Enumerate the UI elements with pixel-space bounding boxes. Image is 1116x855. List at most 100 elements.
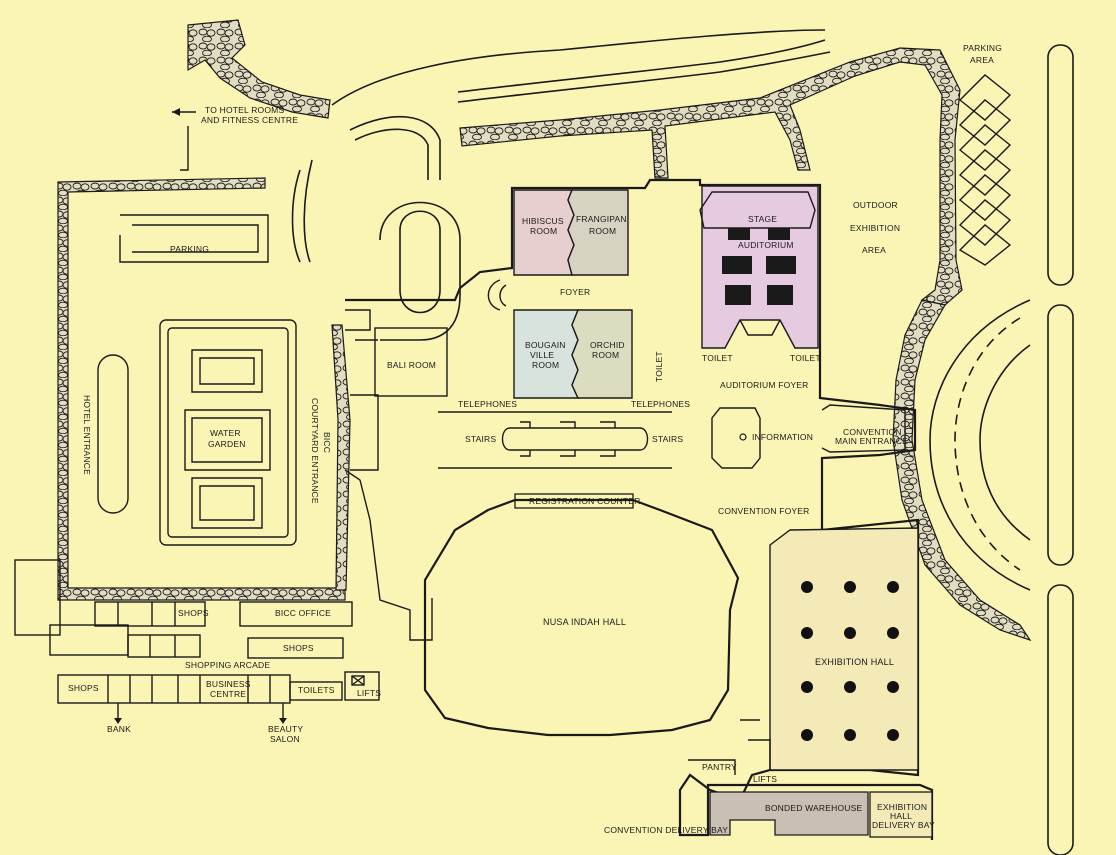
label-shops-mid: SHOPS [283, 643, 314, 653]
label-telephones-right: TELEPHONES [631, 399, 690, 409]
stone-border-courtyard [331, 324, 351, 591]
label-ville: VILLE [530, 350, 554, 360]
information-icon [739, 433, 747, 441]
stone-border-east-curve [892, 299, 1032, 642]
label-toilet-left: TOILET [702, 353, 733, 363]
label-to-hotel-rooms: TO HOTEL ROOMS [205, 105, 284, 115]
east-road-strip-mid [1047, 304, 1074, 566]
label-lifts-right: LIFTS [753, 774, 777, 784]
label-exhibition: EXHIBITION [850, 223, 900, 233]
label-stage: STAGE [748, 214, 777, 224]
hotel-rooms-arrow [172, 108, 196, 171]
road-loop-outer [379, 201, 461, 341]
bali-room [374, 327, 448, 397]
label-hibiscus: HIBISCUS [522, 216, 564, 226]
convention-entrance [821, 404, 906, 453]
parking-lot [119, 214, 269, 263]
label-convention: CONVENTION [843, 427, 902, 437]
building-outline [345, 178, 934, 840]
information-desk [711, 407, 761, 469]
label-exhibition-bay-2: HALL [890, 811, 912, 821]
label-hotel-entrance: HOTEL ENTRANCE [82, 395, 92, 475]
shopping-arcade-blocks [14, 559, 380, 720]
road-inner-arc-2 [457, 51, 831, 103]
label-salon: SALON [270, 734, 300, 744]
label-exhibition-hall: EXHIBITION HALL [815, 657, 894, 667]
label-frangipani: FRANGIPANI [576, 214, 629, 224]
label-shopping-arcade: SHOPPING ARCADE [185, 660, 270, 670]
label-information: INFORMATION [752, 432, 813, 442]
label-telephones-left: TELEPHONES [458, 399, 517, 409]
label-bougainville-room: ROOM [532, 360, 559, 370]
label-delivery-bay: DELIVERY BAY [872, 820, 935, 830]
label-nusa-indah-hall: NUSA INDAH HALL [543, 617, 626, 627]
label-bougain: BOUGAIN [525, 340, 566, 350]
building-inner-walls [344, 309, 433, 641]
label-parking: PARKING [170, 244, 209, 254]
bougainville-orchid-rooms [513, 309, 633, 399]
label-registration-counter: REGISTRATION COUNTER [529, 496, 641, 506]
foyer-curve [487, 279, 507, 311]
hibiscus-frangipani-rooms [513, 189, 629, 276]
label-toilet-right: TOILET [790, 353, 821, 363]
road-driveway [349, 115, 441, 180]
east-road-dashed [954, 317, 1021, 571]
label-auditorium: AUDITORIUM [738, 240, 794, 250]
label-convention-foyer: CONVENTION FOYER [718, 506, 810, 516]
label-orchid-room: ROOM [592, 350, 619, 360]
east-road-curve [929, 299, 1031, 591]
label-parking-area-2: AREA [970, 55, 994, 65]
label-exhibition-bay-1: EXHIBITION [877, 802, 927, 812]
label-outdoor: OUTDOOR [853, 200, 898, 210]
label-toilets: TOILETS [298, 685, 335, 695]
road-inner-arc [457, 39, 826, 93]
label-shops-bottom: SHOPS [68, 683, 99, 693]
bonded-warehouse [709, 791, 869, 836]
label-bank: BANK [107, 724, 131, 734]
label-stairs-left: STAIRS [465, 434, 496, 444]
label-water: WATER [210, 428, 241, 438]
stone-border-west [57, 177, 346, 601]
label-convention-delivery-bay: CONVENTION DELIVERY BAY [604, 825, 728, 835]
salon-arrow-icon [279, 718, 287, 724]
label-parking-area-1: PARKING [963, 43, 1002, 53]
label-area: AREA [862, 245, 886, 255]
road-loop [399, 210, 441, 314]
label-stairs-right: STAIRS [652, 434, 683, 444]
label-garden: GARDEN [208, 439, 246, 449]
label-foyer: FOYER [560, 287, 590, 297]
label-main-entrance: MAIN ENTRANCE [835, 436, 908, 446]
label-lifts-left: LIFTS [357, 688, 381, 698]
label-pantry: PANTRY [702, 762, 737, 772]
exhibition-columns [801, 581, 899, 741]
nusa-indah-hall [423, 498, 740, 737]
label-frangipani-room: ROOM [589, 226, 616, 236]
label-bicc-courtyard-2: COURTYARD ENTRANCE [310, 398, 320, 504]
label-hibiscus-room: ROOM [530, 226, 557, 236]
water-garden [159, 319, 297, 546]
label-business: BUSINESS [206, 679, 251, 689]
east-road-strip-bottom [1047, 584, 1074, 855]
label-fitness-centre: AND FITNESS CENTRE [201, 115, 298, 125]
stone-border-north [459, 47, 963, 306]
label-orchid: ORCHID [590, 340, 625, 350]
east-road-inner [979, 344, 1031, 541]
stone-path-top-left [187, 19, 331, 119]
auditorium [699, 185, 819, 349]
label-bali-room: BALI ROOM [387, 360, 436, 370]
parking-area-stalls [958, 74, 1012, 266]
label-centre: CENTRE [210, 689, 246, 699]
road-outer-arc [331, 29, 826, 106]
road-left-curve [291, 159, 313, 263]
exhibition-delivery-bay [869, 791, 933, 838]
label-bonded-warehouse: BONDED WAREHOUSE [765, 803, 862, 813]
bank-arrow-icon [114, 718, 122, 724]
label-bicc-office: BICC OFFICE [275, 608, 331, 618]
label-bicc-courtyard-1: BICC [322, 432, 332, 453]
hotel-entrance-loop [97, 354, 129, 514]
label-shops-top: SHOPS [178, 608, 209, 618]
pantry-lifts [688, 719, 771, 775]
label-toilet-vertical: TOILET [654, 351, 664, 382]
label-auditorium-foyer: AUDITORIUM FOYER [720, 380, 809, 390]
